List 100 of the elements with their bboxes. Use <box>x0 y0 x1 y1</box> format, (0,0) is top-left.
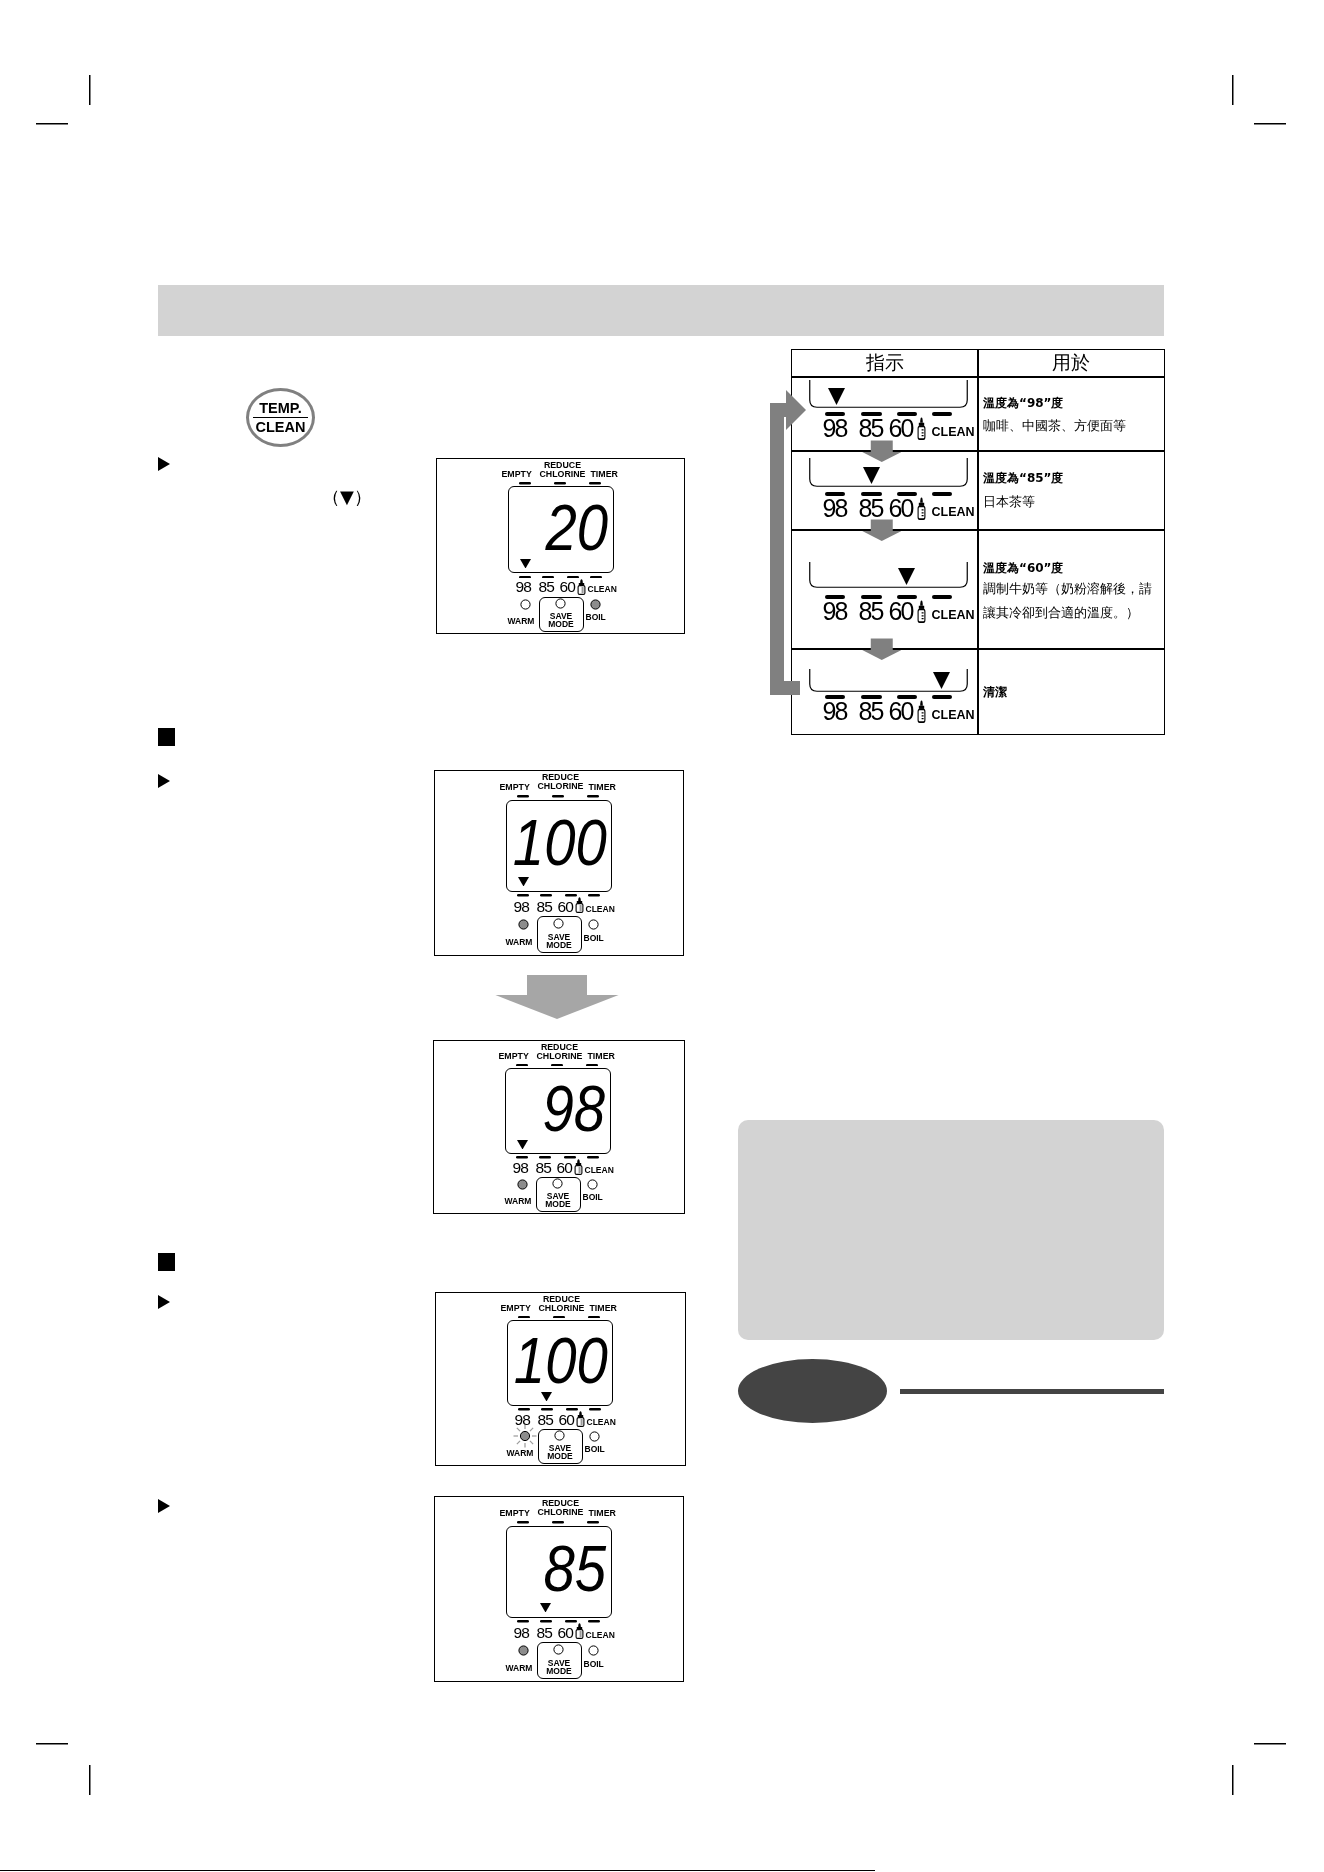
mode-label: CLEAN <box>584 1166 614 1175</box>
temperature-label: 60 <box>888 417 913 438</box>
mode-label: CLEAN <box>931 426 975 438</box>
mode-label: WARM <box>506 1449 534 1459</box>
mode-label: WARM <box>504 1197 532 1207</box>
temperature-label: 85 <box>858 497 883 518</box>
temperature-label: 60 <box>557 1624 574 1642</box>
mode-label: CLEAN <box>931 609 975 621</box>
temperature-label: 98 <box>513 898 530 916</box>
indicator-label: TIMER <box>588 783 616 793</box>
usage-heading: 溫度為“85”度 <box>983 469 1064 486</box>
heading-oval <box>738 1359 887 1423</box>
temperature-label: 98 <box>822 700 847 721</box>
save-mode-button: SAVE MODE <box>537 1428 583 1464</box>
save-mode-button: SAVE MODE <box>538 596 584 632</box>
temp-clean-button: TEMP. CLEAN <box>246 388 315 447</box>
digit-readout: 85 <box>543 1543 607 1594</box>
indicator-label: REDUCE CHLORINE <box>539 460 586 480</box>
temperature-label: 85 <box>536 898 553 916</box>
column-header: 指示 <box>791 349 979 378</box>
usage-heading: 溫度為“98”度 <box>983 394 1064 411</box>
temperature-label: 85 <box>535 1159 552 1177</box>
save-mode-button: SAVE MODE <box>536 916 582 954</box>
temperature-label: 98 <box>515 579 532 596</box>
mode-label: WARM <box>505 1664 533 1674</box>
display-panel <box>434 770 684 956</box>
indicator-label: REDUCE CHLORINE <box>537 772 584 792</box>
temperature-label: 98 <box>822 600 847 621</box>
note-box <box>738 1120 1164 1340</box>
temperature-label: 98 <box>514 1411 531 1429</box>
arrow <box>862 638 902 660</box>
mode-label: BOIL <box>585 613 606 622</box>
usage-cell <box>976 529 1165 650</box>
digit-readout: 20 <box>545 503 609 553</box>
mode-label: CLEAN <box>585 905 615 915</box>
indicator-label: EMPTY <box>500 1304 531 1314</box>
mode-label: BOIL <box>584 1445 605 1455</box>
indicator-label: TIMER <box>590 470 618 480</box>
indicator-label: REDUCE CHLORINE <box>537 1498 584 1518</box>
lcd-screen <box>505 799 612 893</box>
save-mode-button: SAVE MODE <box>536 1642 582 1680</box>
mode-label: BOIL <box>583 934 604 944</box>
indicator-cell <box>791 376 979 452</box>
lcd-screen <box>504 1067 611 1155</box>
arrow <box>862 440 902 462</box>
lcd-screen <box>505 1525 612 1619</box>
indicator-cell <box>791 450 979 531</box>
usage-cell <box>976 648 1165 735</box>
usage-cell <box>976 376 1165 452</box>
lcd-screen <box>507 486 614 574</box>
indicator-label: TIMER <box>587 1052 615 1062</box>
mode-label: WARM <box>507 617 535 626</box>
usage-heading: 溫度為“60”度 <box>983 559 1064 576</box>
temperature-label: 60 <box>556 1159 573 1177</box>
display-panel <box>433 1040 685 1214</box>
temperature-label: 98 <box>822 417 847 438</box>
mode-label: BOIL <box>583 1660 604 1670</box>
temperature-label: 98 <box>512 1159 529 1177</box>
column-header: 用於 <box>976 349 1165 378</box>
indicator-label: EMPTY <box>498 1052 529 1062</box>
save-mode-button: SAVE MODE <box>535 1176 581 1212</box>
temperature-label: 85 <box>858 600 883 621</box>
indicator-label: EMPTY <box>499 1509 530 1519</box>
digit-readout: 98 <box>542 1084 606 1135</box>
indicator-label: REDUCE CHLORINE <box>536 1042 583 1062</box>
usage-text: 調制牛奶等（奶粉溶解後，請讓其冷卻到合適的溫度。） <box>983 580 1153 622</box>
usage-cell <box>976 450 1165 531</box>
mode-label: CLEAN <box>587 585 617 595</box>
usage-text: 日本茶等 <box>983 493 1036 511</box>
display-panel <box>435 1292 686 1466</box>
digit-readout: 100 <box>513 1336 608 1387</box>
usage-text: 咖啡、中國茶、方便面等 <box>983 417 1127 435</box>
mode-label: BOIL <box>582 1193 603 1203</box>
indicator-cell <box>791 529 979 650</box>
arrow <box>862 519 902 541</box>
temperature-label: 98 <box>822 497 847 518</box>
temperature-label: 85 <box>538 579 555 596</box>
indicator-cell <box>791 648 979 735</box>
temperature-label: 85 <box>537 1411 554 1429</box>
temperature-label: 60 <box>557 898 574 916</box>
temperature-label: 60 <box>558 1411 575 1429</box>
usage-heading: 清潔 <box>983 683 1007 700</box>
symbol-label: （▼） <box>322 486 372 508</box>
indicator-label: TIMER <box>588 1509 616 1519</box>
temperature-label: 85 <box>858 700 883 721</box>
lcd-screen <box>506 1319 613 1407</box>
display-panel <box>436 458 685 634</box>
arrow <box>770 390 806 695</box>
indicator-label: EMPTY <box>501 470 532 480</box>
mode-label: CLEAN <box>585 1631 615 1641</box>
mode-label: CLEAN <box>931 506 975 518</box>
mode-label: WARM <box>505 938 533 948</box>
indicator-label: EMPTY <box>499 783 530 793</box>
mode-label: CLEAN <box>931 709 975 721</box>
temperature-label: 60 <box>559 579 576 596</box>
digit-readout: 100 <box>512 817 607 868</box>
temperature-label: 60 <box>888 497 913 518</box>
temperature-label: 60 <box>888 700 913 721</box>
indicator-label: TIMER <box>589 1304 617 1314</box>
temperature-label: 85 <box>536 1624 553 1642</box>
